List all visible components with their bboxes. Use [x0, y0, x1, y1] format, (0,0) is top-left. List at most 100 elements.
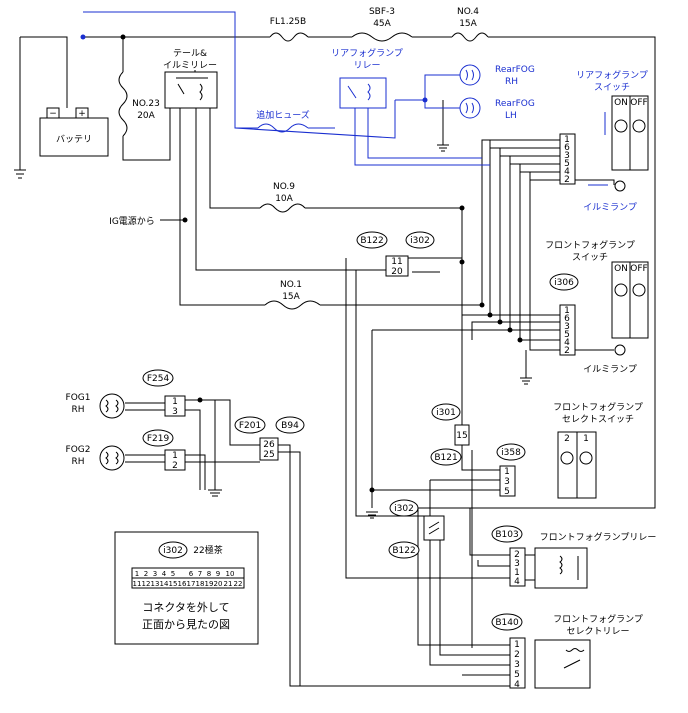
front-fog-switch: フロントフォグランプ スイッチ ON OFF 1 6 3 5 4 2 イルミラン… [545, 239, 649, 375]
rear-fog-relay: リアフォグランプ リレー [331, 47, 403, 109]
note-cell: 6 [189, 570, 194, 578]
tag-i301: i301 [436, 408, 456, 418]
note-line2: 正面から見たの図 [142, 618, 230, 631]
blue-wires [83, 11, 608, 186]
rear-fog-lamps: RearFOG RH RearFOG LH [459, 64, 535, 121]
rear-fog-lh-line2: LH [505, 111, 517, 121]
note-cell: 7 [198, 570, 202, 578]
note-connector-title: 22極茶 [193, 544, 222, 556]
b103-pin-1: 1 [514, 568, 520, 578]
note-line1: コネクタを外して [142, 601, 229, 614]
no9-name: NO.9 [273, 182, 295, 192]
tag-i306: i306 [554, 278, 574, 288]
front-sw-pin-1: 1 [564, 306, 570, 316]
fog2-lamp [99, 445, 125, 471]
note-cell: 16 [178, 580, 187, 588]
no9-amp: 10A [275, 194, 293, 204]
no1-fuse [264, 300, 321, 310]
select-switch-line1: フロントフォグランプ [553, 401, 643, 413]
select-relay-line2: セレクトリレー [566, 626, 629, 637]
rear-sw-pin-5: 4 [564, 167, 570, 177]
front-fog-lamps: FOG1 RH FOG2 RH [66, 393, 125, 471]
note-row-2: 11 12 13 14 15 16 17 18 19 20 21 22 [133, 580, 243, 588]
front-sw-pin-2: 6 [564, 314, 570, 324]
note-cell: 2 [144, 570, 148, 578]
no4-amp: 15A [459, 19, 477, 29]
fog1-lamp [99, 393, 125, 419]
front-illumi-label: イルミランプ [583, 364, 637, 375]
select-sw-pin-3: 3 [504, 477, 510, 487]
f254-pin-3: 3 [172, 407, 178, 417]
note-cell: 11 [133, 580, 142, 588]
front-switch-off: OFF [630, 264, 647, 274]
connector-boxes: 11 20 1 3 1 2 26 25 15 [164, 255, 470, 541]
connector-note: i302 22極茶 1 2 3 4 5 6 7 8 9 10 11 12 13 … [114, 531, 259, 645]
front-sw-pin-3: 3 [564, 322, 570, 332]
battery-plus: + [78, 109, 86, 119]
f254-pin-1: 1 [172, 397, 178, 407]
no23-amp: 20A [137, 111, 155, 121]
tail-illumi-relay: テール& イルミリレー [163, 48, 218, 109]
note-cell: 19 [205, 580, 214, 588]
tag-f254: F254 [147, 374, 170, 384]
note-cell: 21 [224, 580, 233, 588]
tag-b122-top: B122 [360, 236, 383, 246]
junctions [80, 34, 523, 493]
front-switch-line1: フロントフォグランプ [545, 239, 635, 251]
battery: − + バッテリ [39, 107, 109, 157]
tag-i302-top: i302 [410, 236, 430, 246]
rear-illumi-lamp [614, 180, 626, 192]
front-illumi-lamp [614, 344, 626, 356]
f201-pin-26: 26 [263, 440, 275, 450]
note-cell: 8 [207, 570, 211, 578]
no4-fuse [451, 32, 489, 42]
fog1-line1: FOG1 [66, 393, 91, 403]
tag-b94: B94 [281, 421, 299, 431]
fuses [118, 32, 489, 310]
select-sw-pin-5: 5 [504, 487, 510, 497]
sbf-fuse [351, 32, 413, 42]
b140-pin-3: 3 [514, 660, 520, 670]
labels: FL1.25B SBF-3 45A NO.4 15A NO.23 20A NO.… [109, 7, 479, 302]
rear-fog-lh-lamp [459, 97, 481, 119]
note-cell: 18 [196, 580, 205, 588]
front-sw-pin-6: 2 [564, 346, 570, 356]
note-cell: 4 [162, 570, 167, 578]
rear-relay-line1: リアフォグランプ [331, 47, 403, 59]
note-cell: 10 [226, 570, 235, 578]
rear-sw-pin-1: 1 [564, 135, 570, 145]
rear-switch-line2: スイッチ [594, 82, 630, 93]
no1-name: NO.1 [280, 280, 302, 290]
battery-label: バッテリ [56, 134, 92, 145]
note-row-1: 1 2 3 4 5 6 7 8 9 10 [135, 570, 235, 578]
select-sw-head-2: 2 [564, 434, 570, 444]
rear-fog-switch: リアフォグランプ スイッチ ON OFF 1 6 3 5 4 2 イルミランプ [559, 69, 649, 213]
i302-top-pin-11: 11 [391, 257, 402, 267]
b140-pin-4: 4 [514, 680, 520, 690]
select-sw-head-1: 1 [583, 434, 589, 444]
rear-illumi-label: イルミランプ [583, 202, 637, 213]
front-select-switch: フロントフォグランプ セレクトスイッチ 2 1 1 3 5 [499, 401, 643, 499]
rear-relay-line2: リレー [353, 61, 380, 71]
tag-i302-mid: i302 [394, 504, 414, 514]
extra-fuse [257, 123, 309, 133]
fl-fuse [269, 32, 309, 42]
tag-f219: F219 [147, 434, 170, 444]
note-cell: 20 [214, 580, 223, 588]
tail-relay-line1: テール& [173, 48, 207, 59]
b103-pin-3: 3 [514, 559, 520, 569]
rear-fog-rh-line1: RearFOG [495, 65, 535, 75]
no9-fuse [259, 203, 306, 213]
tag-i358: i358 [501, 448, 521, 458]
sbf-amp: 45A [373, 19, 391, 29]
rear-fog-lh-line1: RearFOG [495, 99, 535, 109]
rear-switch-on: ON [614, 98, 628, 108]
b140-pin-2: 2 [514, 650, 520, 660]
note-cell: 12 [142, 580, 151, 588]
tail-relay-line2: イルミリレー [163, 61, 217, 71]
fog2-line1: FOG2 [66, 445, 91, 455]
b103-pin-2: 2 [514, 550, 520, 560]
tag-b140: B140 [495, 618, 519, 628]
